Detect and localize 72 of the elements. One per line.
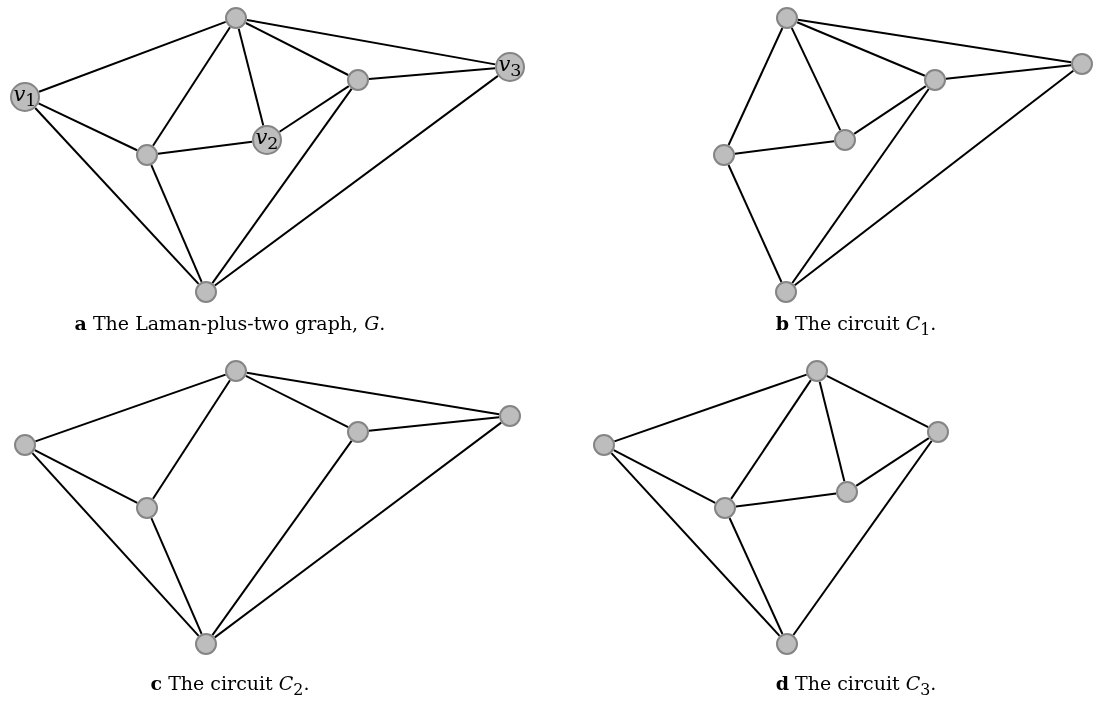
graph-edge bbox=[211, 439, 353, 637]
graph-edge bbox=[156, 140, 254, 155]
vertex-circle bbox=[775, 281, 797, 303]
graph-edge bbox=[213, 421, 503, 639]
graph-edge bbox=[244, 374, 350, 429]
vertex-circle bbox=[499, 405, 521, 427]
graph-edge bbox=[33, 449, 139, 504]
vertex-circle bbox=[776, 7, 798, 29]
graph-edge bbox=[728, 517, 784, 635]
graph-edge bbox=[213, 74, 499, 287]
graph-edge bbox=[31, 452, 200, 637]
vertex-circle bbox=[347, 421, 369, 443]
graph-edge bbox=[367, 67, 497, 81]
graph-edge bbox=[613, 373, 808, 443]
graph-edge bbox=[152, 379, 231, 500]
graph-edge bbox=[244, 22, 350, 76]
graph-edge bbox=[34, 107, 200, 285]
vertex-circle bbox=[1071, 53, 1093, 75]
graph-edge bbox=[367, 416, 501, 432]
vertex-circle bbox=[195, 281, 217, 303]
graph-edge bbox=[793, 69, 1075, 287]
figure-caption: b The circuit C$_{1}$. bbox=[775, 312, 937, 339]
graph-edge bbox=[34, 373, 227, 443]
graph-edge bbox=[853, 85, 927, 135]
graph-edge bbox=[38, 20, 227, 93]
vertex-circle bbox=[136, 497, 158, 519]
labeled-vertex: v$_{3}$ bbox=[495, 52, 525, 82]
vertex-circle bbox=[225, 7, 247, 29]
graph-edge bbox=[37, 102, 139, 152]
graph-edge bbox=[237, 27, 265, 127]
graph-edge bbox=[818, 380, 846, 483]
vertex-circle bbox=[14, 434, 36, 456]
graph-edge bbox=[612, 449, 717, 504]
graph-edge bbox=[796, 18, 1073, 64]
graph-edge bbox=[825, 374, 930, 429]
graph-edge bbox=[727, 27, 784, 146]
graph-edge bbox=[730, 379, 812, 500]
graph-edge bbox=[245, 18, 497, 66]
vertex-circle bbox=[225, 360, 247, 382]
labeled-vertex: v$_{1}$ bbox=[10, 82, 40, 112]
graph-edge bbox=[796, 21, 926, 77]
vertex-circle bbox=[924, 69, 946, 91]
vertex-circle bbox=[927, 421, 949, 443]
figure-caption: a The Laman-plus-two graph, G. bbox=[74, 312, 386, 334]
vertex-circle bbox=[834, 129, 856, 151]
vertex-circle bbox=[713, 144, 735, 166]
graph-edge bbox=[610, 452, 781, 637]
graph-edge bbox=[150, 517, 203, 635]
graph-edge bbox=[855, 437, 930, 487]
vertex-circle bbox=[347, 69, 369, 91]
graph-edge bbox=[152, 26, 231, 147]
graph-edge bbox=[790, 26, 842, 132]
graph-edge bbox=[211, 87, 353, 285]
labeled-vertex: v$_{2}$ bbox=[252, 125, 282, 155]
figure-caption: c The circuit C$_{2}$. bbox=[150, 672, 310, 699]
graph-edge bbox=[734, 492, 838, 508]
vertex-circle bbox=[806, 360, 828, 382]
graph-edge bbox=[150, 164, 203, 283]
graph-edge bbox=[944, 64, 1073, 80]
figure-caption: d The circuit C$_{3}$. bbox=[775, 672, 937, 699]
graph-edge bbox=[791, 88, 930, 284]
graph-edge bbox=[792, 439, 933, 637]
vertex-circle bbox=[836, 481, 858, 503]
vertex-circle bbox=[136, 144, 158, 166]
graph-edge bbox=[733, 140, 836, 155]
graph-edge bbox=[245, 371, 501, 416]
graph-edge bbox=[727, 164, 783, 283]
vertex-circle bbox=[593, 434, 615, 456]
vertex-circle bbox=[776, 633, 798, 655]
vertex-circle bbox=[195, 633, 217, 655]
graph-edge bbox=[278, 85, 350, 133]
vertex-circle bbox=[714, 497, 736, 519]
